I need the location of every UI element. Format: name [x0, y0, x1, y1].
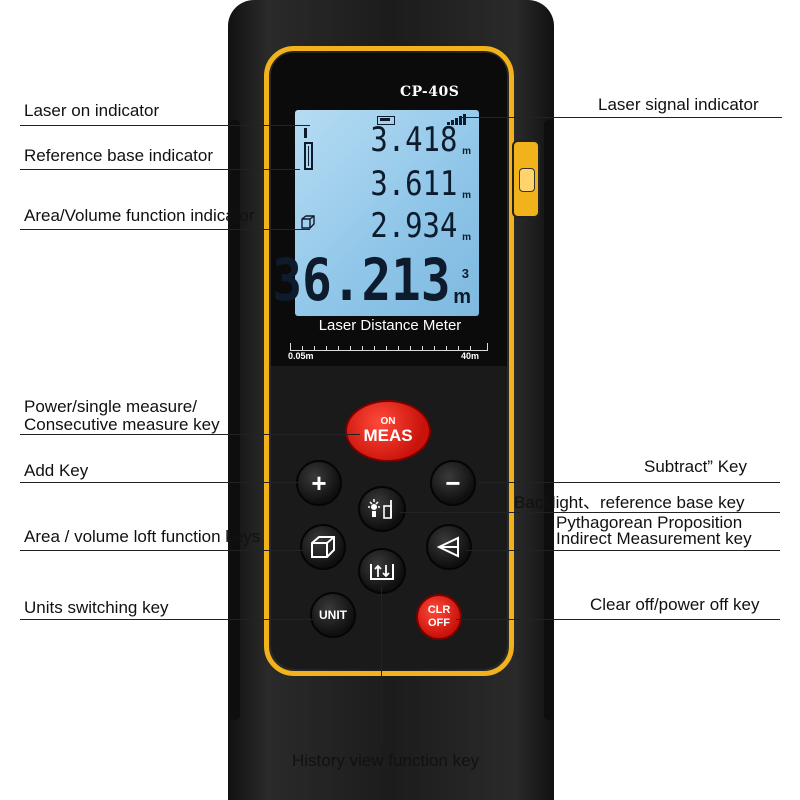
history-icon: [370, 564, 394, 580]
label-area-loft-keys: Area / volume loft function keys: [24, 527, 261, 546]
display-line-3: 2.934: [369, 206, 457, 246]
unit-button[interactable]: UNIT: [310, 592, 356, 638]
meas-button-top-label: ON: [380, 416, 396, 427]
display-line-1-unit: m: [462, 146, 471, 157]
laser-on-leader: [20, 125, 310, 126]
label-units-switching-key: Units switching key: [24, 598, 169, 617]
add-button-label: +: [311, 468, 327, 498]
display-line-2: 3.611: [369, 164, 457, 204]
clr-label: CLR: [427, 604, 451, 616]
meas-button[interactable]: ON MEAS: [345, 400, 431, 462]
range-min: 0.05m: [288, 351, 314, 361]
backlight-reference-icon: [368, 499, 392, 519]
display-main-exponent: 3: [461, 266, 469, 281]
history-button[interactable]: [358, 548, 406, 594]
model-name: CP-40S: [400, 84, 460, 100]
label-clear-off-key: Clear off/power off key: [590, 595, 760, 614]
laser-signal-leader: [460, 117, 782, 118]
area-volume-indicator-icon: [301, 215, 315, 229]
subtract-button[interactable]: −: [430, 460, 476, 506]
add-button[interactable]: +: [296, 460, 342, 506]
label-add-key: Add Key: [24, 461, 89, 480]
panel-title: Laser Distance Meter: [318, 317, 462, 334]
lcd-screen: 3.418 m 3.611 m 2.934 m 36.213 3 m: [273, 110, 479, 316]
display-main-value: 36.213: [272, 246, 451, 314]
triangle-icon: [436, 536, 459, 558]
left-grip: [230, 120, 240, 720]
area-volume-button[interactable]: [300, 524, 346, 570]
reference-base-indicator-icon: [304, 142, 313, 170]
yellow-frame: [264, 46, 514, 676]
area-volume-leader: [20, 229, 310, 230]
label-reference-base-indicator: Reference base indicator: [24, 146, 214, 165]
display-line-3-unit: m: [462, 232, 471, 243]
label-pythagorean-line-2: Indirect Measurement key: [556, 529, 752, 548]
units-leader: [20, 619, 314, 620]
label-laser-on-indicator: Laser on indicator: [24, 101, 160, 120]
label-pythagorean-line-1: Pythagorean Proposition: [556, 513, 743, 532]
laser-on-indicator-icon: [304, 128, 307, 138]
backlight-button[interactable]: [358, 486, 406, 532]
label-subtract-key: Subtract” Key: [644, 457, 747, 476]
clear-off-leader: [456, 619, 780, 620]
laser-signal-icon: [447, 113, 469, 125]
label-backlight-key: Backlight、reference base key: [514, 493, 745, 512]
backlight-leader: [400, 512, 780, 513]
power-leader: [20, 434, 360, 435]
unit-button-label: UNIT: [319, 608, 347, 622]
cube-icon: [311, 536, 335, 558]
label-history-view-key: History view function key: [292, 751, 480, 770]
add-key-leader: [20, 482, 300, 483]
clear-off-button[interactable]: CLR OFF: [416, 594, 462, 640]
label-power-line-2: Consecutive measure key: [24, 415, 220, 434]
range-max: 40m: [461, 351, 480, 361]
display-line-2-unit: m: [462, 190, 471, 201]
label-power-line-1: Power/single measure/: [24, 397, 197, 416]
pythagorean-leader: [466, 550, 780, 551]
display-main-unit: m: [453, 286, 471, 308]
bubble-level: [512, 140, 540, 218]
subtract-key-leader: [478, 482, 780, 483]
label-area-volume-indicator: Area/Volume function indicator: [24, 206, 255, 225]
label-laser-signal-indicator: Laser signal indicator: [598, 95, 759, 114]
range-ruler: [290, 342, 488, 351]
right-grip: [544, 120, 554, 720]
history-leader: [381, 586, 382, 744]
meas-button-label: MEAS: [363, 426, 413, 445]
reference-base-leader: [20, 169, 300, 170]
pythagorean-button[interactable]: [426, 524, 472, 570]
subtract-button-label: −: [445, 468, 461, 498]
off-label: OFF: [428, 617, 450, 629]
battery-icon: [377, 116, 395, 125]
area-loft-leader: [20, 550, 306, 551]
display-line-1: 3.418: [369, 120, 457, 160]
